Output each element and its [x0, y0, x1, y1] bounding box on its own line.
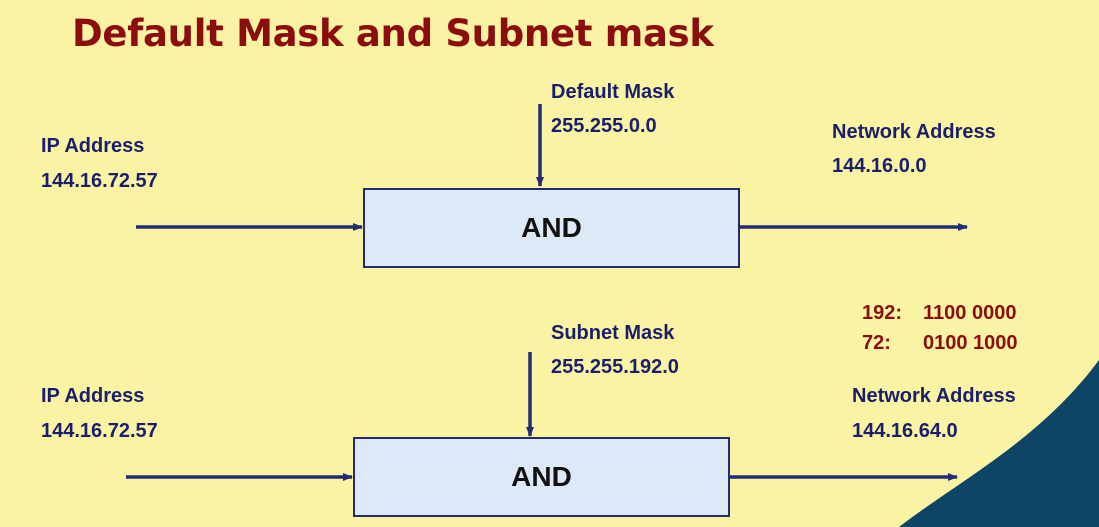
binary-note-72-decimal: 72: [862, 332, 891, 354]
top-ip-value: 144.16.72.57 [41, 170, 158, 192]
binary-note-192-decimal: 192: [862, 302, 903, 324]
top-and-label: AND [521, 212, 582, 243]
bottom-network-value: 144.16.64.0 [852, 420, 958, 442]
bottom-network-label: Network Address [852, 385, 1016, 407]
slide-title: Default Mask and Subnet mask [72, 12, 714, 55]
top-mask-value: 255.255.0.0 [551, 115, 657, 137]
binary-note-192: 192: [862, 302, 902, 325]
bottom-ip-value: 144.16.72.57 [41, 420, 158, 442]
bottom-mask-label: Subnet Mask [551, 322, 675, 344]
bottom-ip-label: IP Address [41, 385, 145, 407]
bottom-and-gate-box: AND [353, 437, 730, 517]
top-network-label: Network Address [832, 121, 996, 143]
top-ip-label: IP Address [41, 135, 145, 157]
binary-note-72-binary: 0100 1000 [923, 332, 1018, 354]
binary-note-192-binary: 1100 0000 [923, 302, 1017, 324]
top-and-gate-box: AND [363, 188, 740, 268]
bottom-and-label: AND [511, 461, 572, 492]
top-mask-label: Default Mask [551, 81, 675, 103]
corner-accent-shape [899, 360, 1099, 527]
bottom-mask-value: 255.255.192.0 [551, 356, 679, 378]
top-network-value: 144.16.0.0 [832, 155, 927, 177]
